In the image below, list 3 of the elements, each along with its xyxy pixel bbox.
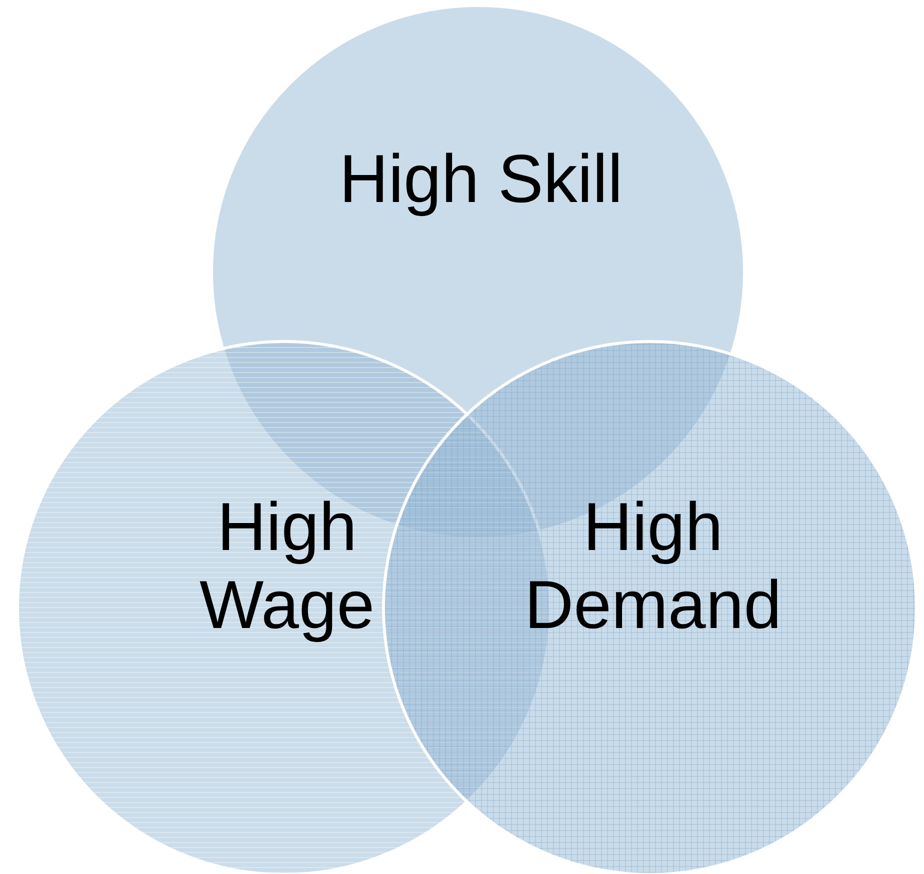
circle-label: High Demand: [523, 488, 783, 644]
circle-label: High Wage: [198, 488, 376, 644]
circle-label: High Skill: [338, 140, 624, 218]
